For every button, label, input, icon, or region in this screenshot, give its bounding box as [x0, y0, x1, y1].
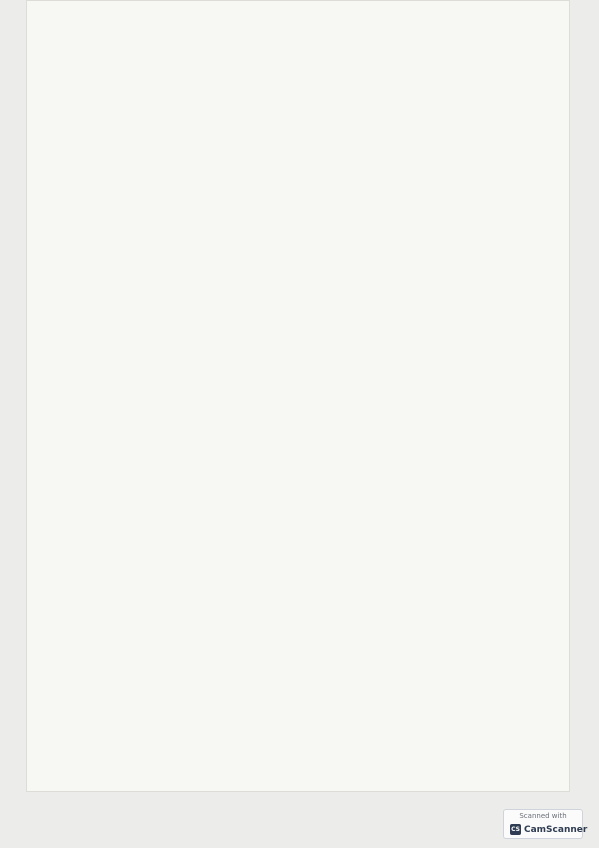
scan-brand: CamScanner: [524, 825, 588, 835]
scan-caption: Scanned with: [519, 812, 567, 820]
paper-sheet: [26, 0, 570, 792]
camscanner-logo-icon: CS: [510, 824, 521, 835]
scan-badge: Scanned with CS CamScanner: [503, 809, 587, 839]
